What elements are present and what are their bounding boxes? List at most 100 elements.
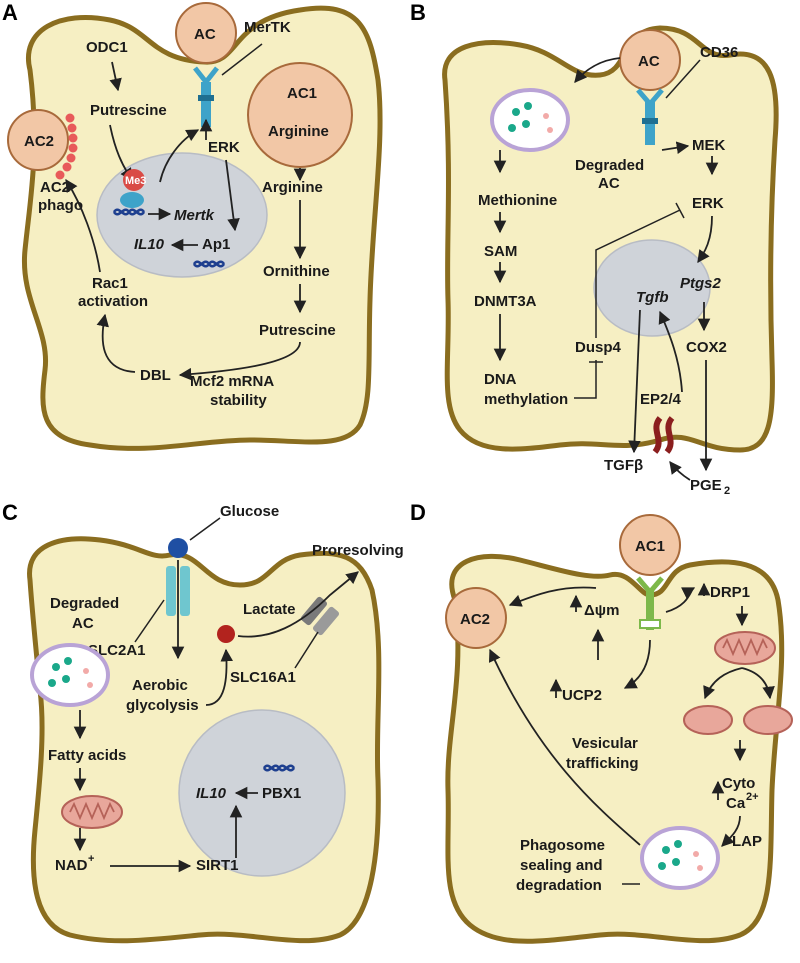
aerobic-line2: glycolysis — [126, 697, 199, 714]
ac2-phago-line2: phago — [38, 197, 83, 214]
delta-psi-m: Δψm — [584, 602, 619, 619]
cyto-label: Cyto — [722, 775, 755, 792]
ap1-label: Ap1 — [202, 236, 230, 253]
phagosome-line3: degradation — [516, 877, 602, 894]
phagosome-line1: Phagosome — [520, 837, 605, 854]
degraded-line1: Degraded — [575, 157, 644, 174]
mcf2-line2: stability — [210, 392, 267, 409]
degraded-line2: AC — [598, 175, 620, 192]
mitochondrion-icon — [714, 631, 776, 665]
degraded-line2: AC — [72, 615, 94, 632]
apoptotic-cell-2 — [445, 587, 507, 649]
il10-gene: IL10 — [196, 785, 227, 802]
erk-label: ERK — [208, 139, 240, 156]
mcf2-line1: Mcf2 mRNA — [190, 373, 274, 390]
sam-label: SAM — [484, 243, 517, 260]
phagosome-line2: sealing and — [520, 857, 603, 874]
vesicular-line2: trafficking — [566, 755, 639, 772]
panel-a: A AC MerTK AC1 Arginine AC2 ODC1 Putresc… — [2, 0, 383, 451]
proresolving-label: Proresolving — [312, 542, 404, 559]
dusp4-label: Dusp4 — [575, 339, 622, 356]
methionine-label: Methionine — [478, 192, 557, 209]
dna-line2: methylation — [484, 391, 568, 408]
dnmt3a-label: DNMT3A — [474, 293, 537, 310]
panel-c: C Glucose Proresolving Lactate Degraded … — [2, 500, 404, 944]
fatty-acids-label: Fatty acids — [48, 747, 126, 764]
nucleus — [178, 709, 346, 877]
phagosome-icon — [490, 88, 570, 152]
rac1-line1: Rac1 — [92, 275, 128, 292]
ca-label: Ca — [726, 795, 746, 812]
panel-letter-d: D — [410, 500, 426, 525]
apoptotic-cell — [619, 29, 681, 91]
dbl-label: DBL — [140, 367, 171, 384]
apoptotic-cell-1 — [247, 62, 353, 168]
ucp2-label: UCP2 — [562, 687, 602, 704]
glucose-icon — [168, 538, 188, 558]
putrescine-top: Putrescine — [90, 102, 167, 119]
apoptotic-cell — [175, 2, 237, 64]
nucleosome-icon: Me3 — [120, 169, 146, 208]
pge2-label: PGE — [690, 477, 722, 494]
odc1-label: ODC1 — [86, 39, 128, 56]
slc16a1-label: SLC16A1 — [230, 669, 296, 686]
mertk-gene: Mertk — [174, 207, 215, 224]
panel-letter-a: A — [2, 0, 18, 25]
receptor-icon — [193, 66, 219, 127]
ac1-label: AC1 — [287, 85, 317, 102]
transporter-icon — [166, 566, 190, 616]
tgfb-label: TGFβ — [604, 457, 643, 474]
arginine-label: Arginine — [262, 179, 323, 196]
ac-label: AC — [194, 26, 216, 43]
phagosome-icon — [30, 643, 110, 707]
nucleus — [593, 239, 711, 337]
mek-label: MEK — [692, 137, 726, 154]
slc2a1-label: SLC2A1 — [88, 642, 146, 659]
erk-label: ERK — [692, 195, 724, 212]
panel-letter-b: B — [410, 0, 426, 25]
aerobic-line1: Aerobic — [132, 677, 188, 694]
pge2-subscript: 2 — [724, 485, 730, 497]
cox2-label: COX2 — [686, 339, 727, 356]
phagosome-icon — [640, 826, 720, 890]
lactate-label: Lactate — [243, 601, 296, 618]
glucose-label: Glucose — [220, 503, 279, 520]
receptor-icon — [636, 576, 664, 630]
dna-line1: DNA — [484, 371, 517, 388]
lactate-icon — [217, 625, 235, 643]
ac2-label: AC2 — [24, 133, 54, 150]
ptgs2-gene: Ptgs2 — [680, 275, 722, 292]
drp1-label: DRP1 — [710, 584, 750, 601]
apoptotic-cell-1 — [619, 514, 681, 576]
cd36-label: CD36 — [700, 44, 738, 61]
ac2-phago-line1: AC2 — [40, 179, 70, 196]
ac1-label: AC1 — [635, 538, 665, 555]
rac1-line2: activation — [78, 293, 148, 310]
sirt1-label: SIRT1 — [196, 857, 239, 874]
degraded-line1: Degraded — [50, 595, 119, 612]
tgfb-gene: Tgfb — [636, 289, 668, 306]
mertk-label: MerTK — [244, 19, 291, 36]
il10-gene: IL10 — [134, 236, 165, 253]
panel-letter-c: C — [2, 500, 18, 525]
putrescine-bottom: Putrescine — [259, 322, 336, 339]
ca-superscript: 2+ — [746, 791, 759, 803]
receptor-icon — [652, 416, 675, 454]
ac-label: AC — [638, 53, 660, 70]
nad-superscript: + — [88, 853, 94, 865]
mitochondrion-icon — [61, 795, 123, 829]
panel-d: D AC1 AC2 Δψm DRP1 UCP2 Vesicular traffi… — [410, 500, 793, 944]
svg-text:Me3: Me3 — [125, 175, 146, 187]
mitochondrion-icon — [683, 705, 793, 735]
arginine-in-ac1: Arginine — [268, 123, 329, 140]
nad-label: NAD — [55, 857, 88, 874]
ep24-label: EP2/4 — [640, 391, 682, 408]
pbx1-label: PBX1 — [262, 785, 301, 802]
ac2-label: AC2 — [460, 611, 490, 628]
receptor-icon — [636, 88, 664, 145]
lap-label: LAP — [732, 833, 762, 850]
vesicular-line1: Vesicular — [572, 735, 638, 752]
ornithine-label: Ornithine — [263, 263, 330, 280]
panel-b: B AC CD36 MEK Degraded AC ERK Methionine… — [410, 0, 779, 497]
